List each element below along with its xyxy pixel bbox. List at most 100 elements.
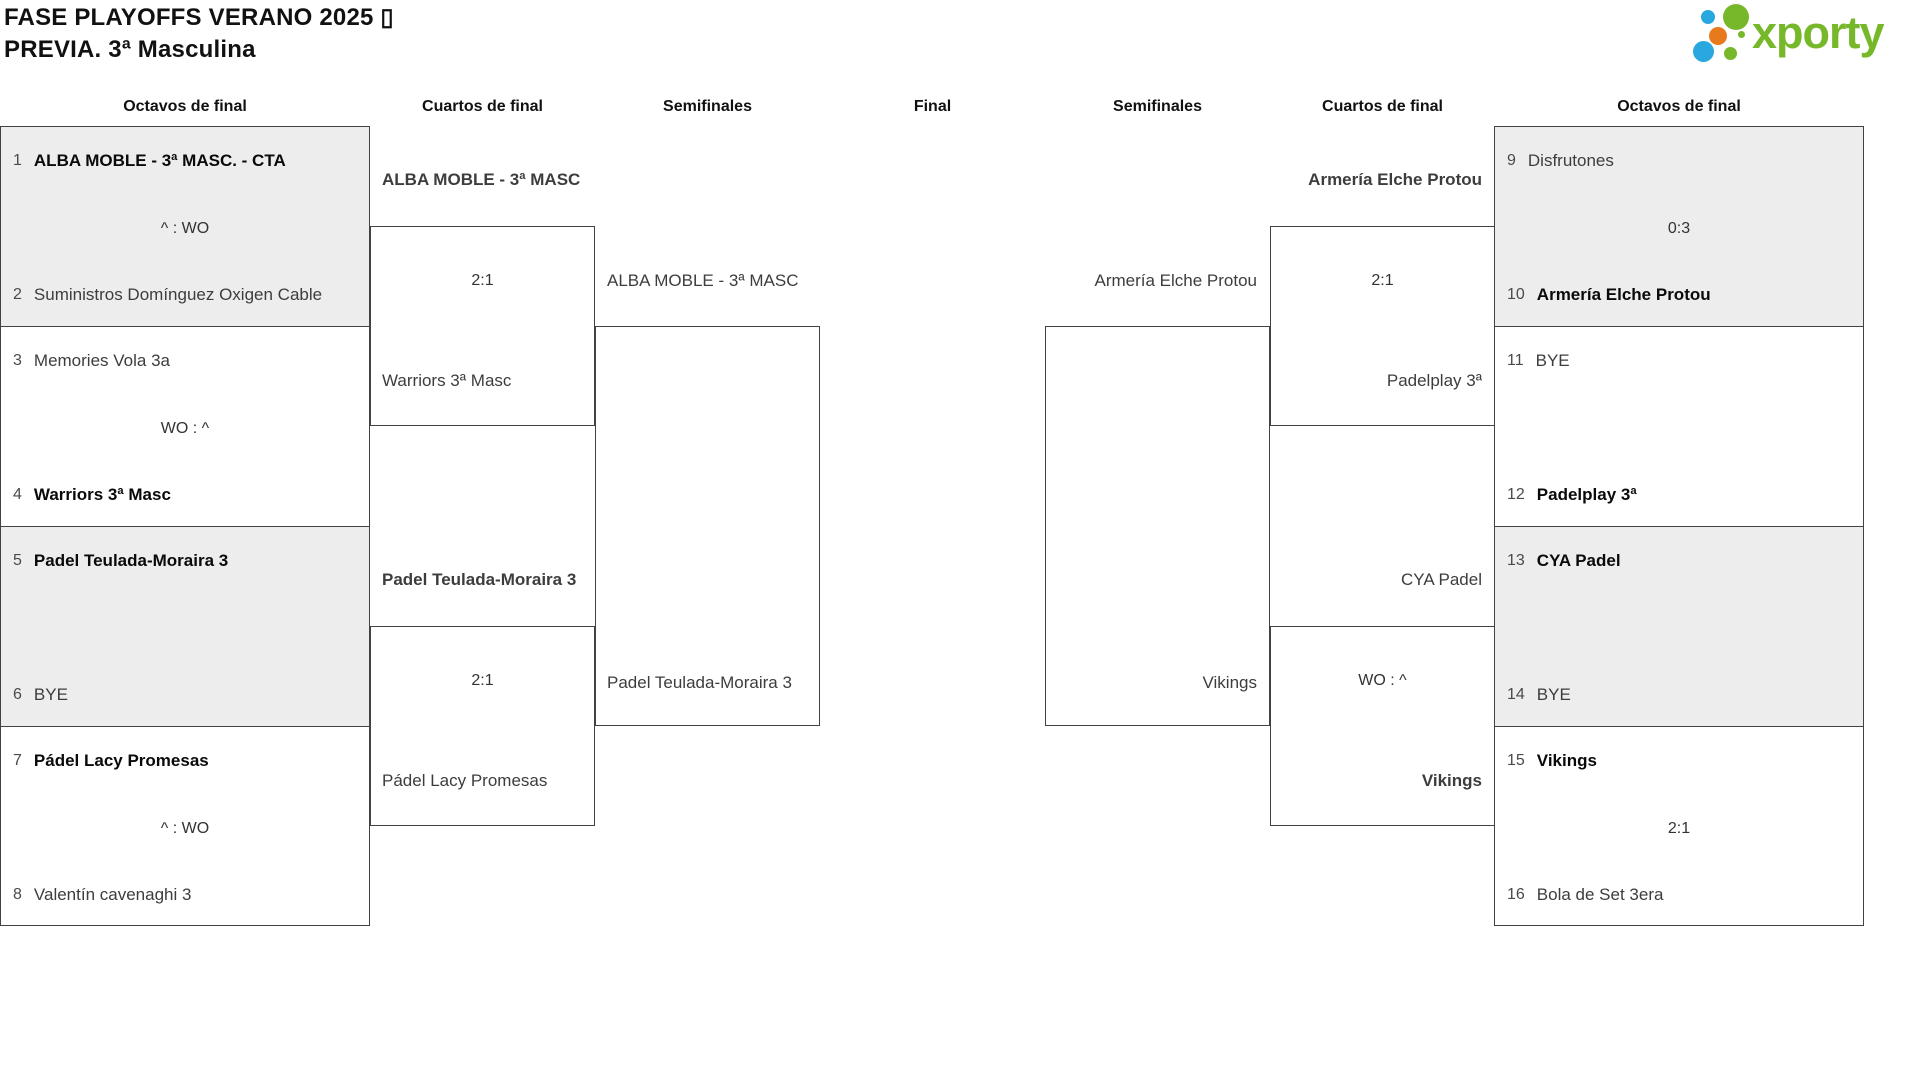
team-name[interactable]: ALBA MOBLE - 3ª MASC [382, 170, 581, 189]
team-row[interactable]: 2 Suministros Domínguez Oxigen Cable [1, 282, 368, 308]
match-score: 2:1 [471, 272, 494, 289]
team-name[interactable]: Armería Elche Protou [1094, 271, 1257, 290]
bracket-match-octavos-7[interactable]: 13 CYA Padel 14 BYE [1494, 526, 1864, 727]
team-name: Armería Elche Protou [1536, 285, 1711, 304]
round-header-final: Final [913, 98, 952, 115]
team-row[interactable]: 13 CYA Padel [1495, 548, 1862, 574]
match-score: ^ : WO [160, 220, 210, 237]
match-score: 2:1 [1667, 820, 1691, 837]
team-row[interactable]: 6 BYE [1, 682, 368, 708]
team-name[interactable]: Padel Teulada-Moraira 3 [382, 570, 577, 589]
match-score: WO : ^ [160, 420, 210, 437]
team-name: BYE [1535, 351, 1570, 370]
seed-number: 9 [1507, 152, 1516, 169]
round-header-semis-left: Semifinales [663, 98, 752, 115]
xporty-logo[interactable]: xporty [1686, 2, 1918, 66]
seed-number: 15 [1507, 752, 1525, 769]
bracket-match-octavos-5[interactable]: 9 Disfrutones 0:3 10 Armería Elche Proto… [1494, 126, 1864, 327]
logo-wordmark: xporty [1752, 7, 1885, 58]
team-name[interactable]: Warriors 3ª Masc [382, 371, 512, 390]
team-name: ALBA MOBLE - 3ª MASC. - CTA [33, 151, 286, 170]
team-row[interactable]: 10 Armería Elche Protou [1495, 282, 1862, 308]
team-name: BYE [33, 685, 68, 704]
seed-number: 12 [1507, 486, 1525, 503]
seed-number: 1 [13, 152, 22, 169]
match-score: 2:1 [471, 672, 494, 689]
bracket-match-octavos-3[interactable]: 5 Padel Teulada-Moraira 3 6 BYE [0, 526, 370, 727]
team-row[interactable]: 15 Vikings [1495, 748, 1862, 774]
team-row[interactable]: 3 Memories Vola 3a [1, 348, 368, 374]
team-name[interactable]: Pádel Lacy Promesas [382, 771, 548, 790]
match-score [1, 616, 369, 642]
tournament-title: FASE PLAYOFFS VERANO 2025 ▯ [4, 4, 394, 31]
logo-dot-blue-small-icon [1701, 10, 1715, 24]
team-name: Memories Vola 3a [33, 351, 170, 370]
seed-number: 5 [13, 552, 22, 569]
round-header-cuartos-left: Cuartos de final [422, 98, 543, 115]
seed-number: 11 [1507, 352, 1524, 369]
match-score: 2:1 [1371, 272, 1394, 289]
bracket-match-semifinal-right[interactable]: Armería Elche Protou Vikings [1045, 271, 1270, 726]
logo-dot-green-big-icon [1723, 4, 1749, 30]
team-name: Warriors 3ª Masc [33, 485, 171, 504]
team-name[interactable]: Vikings [1202, 673, 1258, 692]
round-header-octavos-right: Octavos de final [1617, 98, 1741, 115]
round-header-semis-right: Semifinales [1113, 98, 1202, 115]
team-name: Disfrutones [1527, 151, 1614, 170]
team-row[interactable]: 5 Padel Teulada-Moraira 3 [1, 548, 368, 574]
team-name: Suministros Domínguez Oxigen Cable [33, 285, 323, 304]
team-name: Padelplay 3ª [1536, 485, 1637, 504]
team-name: Bola de Set 3era [1536, 885, 1664, 904]
team-name: BYE [1536, 685, 1571, 704]
logo-dot-blue-big-icon [1693, 41, 1714, 62]
logo-dot-orange-icon [1709, 27, 1727, 45]
team-name: Pádel Lacy Promesas [33, 751, 209, 770]
seed-number: 14 [1507, 686, 1525, 703]
team-row[interactable]: 11 BYE [1495, 348, 1862, 374]
seed-number: 13 [1507, 552, 1525, 569]
bracket-match-cuartos-4[interactable]: CYA Padel WO : ^ Vikings [1270, 570, 1495, 826]
bracket-match-octavos-8[interactable]: 15 Vikings 2:1 16 Bola de Set 3era [1494, 726, 1864, 926]
team-name: CYA Padel [1536, 551, 1621, 570]
team-name[interactable]: Padelplay 3ª [1386, 371, 1482, 390]
seed-number: 8 [13, 886, 22, 903]
bracket-match-cuartos-2[interactable]: Padel Teulada-Moraira 3 2:1 Pádel Lacy P… [370, 570, 595, 826]
seed-number: 6 [13, 686, 22, 703]
bracket-match-cuartos-3[interactable]: Armería Elche Protou 2:1 Padelplay 3ª [1270, 170, 1495, 426]
team-name: Padel Teulada-Moraira 3 [33, 551, 229, 570]
team-row[interactable]: 16 Bola de Set 3era [1495, 882, 1862, 908]
logo-dot-green-tiny-icon [1738, 31, 1745, 38]
team-row[interactable]: 14 BYE [1495, 682, 1862, 708]
team-row[interactable]: 7 Pádel Lacy Promesas [1, 748, 368, 774]
team-name: Valentín cavenaghi 3 [33, 885, 192, 904]
bracket-match-cuartos-1[interactable]: ALBA MOBLE - 3ª MASC 2:1 Warriors 3ª Mas… [370, 170, 595, 426]
match-score: ^ : WO [160, 820, 210, 837]
match-score [1495, 616, 1863, 642]
team-row[interactable]: 4 Warriors 3ª Masc [1, 482, 368, 508]
bracket-match-octavos-4[interactable]: 7 Pádel Lacy Promesas ^ : WO 8 Valentín … [0, 726, 370, 926]
seed-number: 2 [13, 286, 22, 303]
team-name[interactable]: Armería Elche Protou [1308, 170, 1482, 189]
team-name[interactable]: Padel Teulada-Moraira 3 [607, 673, 792, 692]
seed-number: 10 [1507, 286, 1525, 303]
round-header-cuartos-right: Cuartos de final [1322, 98, 1443, 115]
bracket-match-semifinal-left[interactable]: ALBA MOBLE - 3ª MASC Padel Teulada-Morai… [595, 271, 820, 726]
page-title-block: FASE PLAYOFFS VERANO 2025 ▯ PREVIA. 3ª M… [4, 2, 394, 66]
team-name[interactable]: ALBA MOBLE - 3ª MASC [607, 271, 799, 290]
seed-number: 7 [13, 752, 22, 769]
team-name[interactable]: Vikings [1421, 771, 1482, 790]
round-header-octavos-left: Octavos de final [123, 98, 247, 115]
team-row[interactable]: 1 ALBA MOBLE - 3ª MASC. - CTA [1, 148, 368, 174]
team-name[interactable]: CYA Padel [1401, 570, 1482, 589]
category-subtitle: PREVIA. 3ª Masculina [4, 36, 256, 63]
logo-dot-green-small-icon [1724, 47, 1737, 60]
bracket-match-octavos-2[interactable]: 3 Memories Vola 3a WO : ^ 4 Warriors 3ª … [0, 326, 370, 527]
team-row[interactable]: 12 Padelplay 3ª [1495, 482, 1862, 508]
seed-number: 4 [13, 486, 22, 503]
match-score [1495, 416, 1863, 442]
seed-number: 3 [13, 352, 22, 369]
bracket-match-octavos-1[interactable]: 1 ALBA MOBLE - 3ª MASC. - CTA ^ : WO 2 S… [0, 126, 370, 327]
bracket-match-octavos-6[interactable]: 11 BYE 12 Padelplay 3ª [1494, 326, 1864, 527]
team-row[interactable]: 9 Disfrutones [1495, 148, 1862, 174]
team-row[interactable]: 8 Valentín cavenaghi 3 [1, 882, 368, 908]
